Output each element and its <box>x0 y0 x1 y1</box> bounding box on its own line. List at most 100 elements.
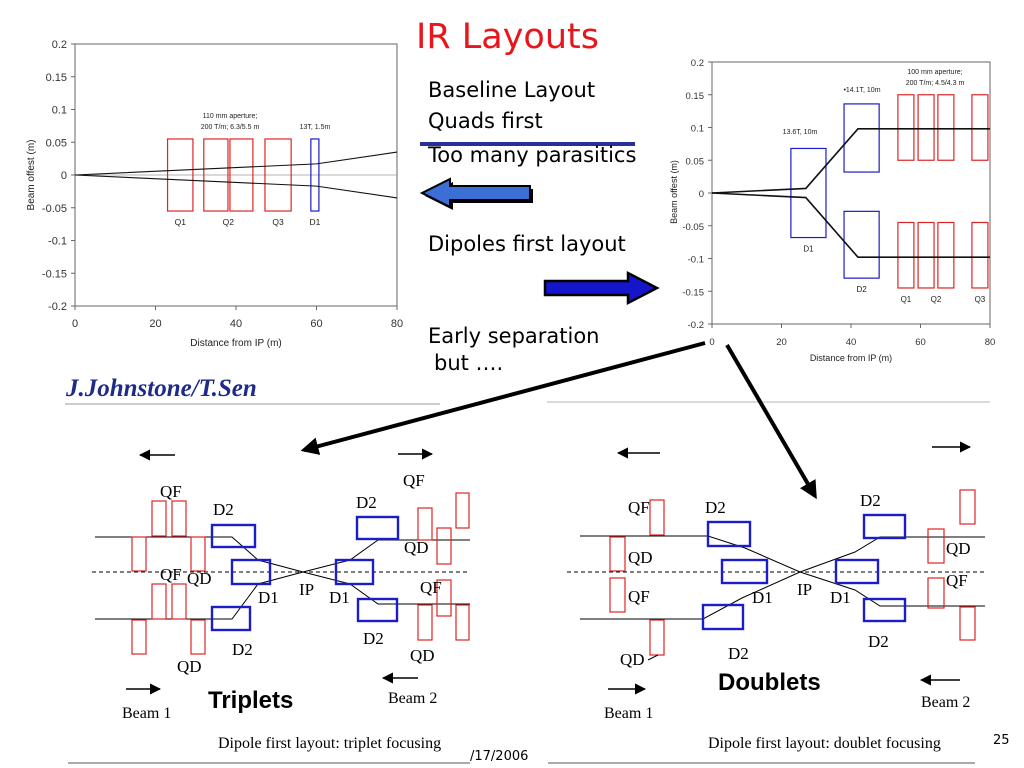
quadrupole-magnet <box>131 619 147 655</box>
schematic-name: Triplets <box>208 687 293 714</box>
quadrupole-magnet <box>917 94 935 161</box>
quadrupole-magnet <box>455 604 470 641</box>
x-tick-label: 60 <box>310 318 322 330</box>
x-tick-label: 0 <box>709 337 714 348</box>
magnet-label: D1 <box>830 588 851 607</box>
quadrupole-magnet <box>171 583 187 620</box>
quadrupole-magnet <box>897 221 915 289</box>
magnet-label: D2 <box>728 644 749 663</box>
magnet-label: QD <box>187 569 212 588</box>
beam2-label: Beam 2 <box>388 690 437 707</box>
quadrupole-magnet <box>229 138 254 212</box>
dipole-magnet <box>843 210 880 279</box>
quadrupole-magnet <box>959 489 976 525</box>
x-tick-label: 80 <box>391 318 403 330</box>
y-tick-label: 0.15 <box>686 91 705 102</box>
magnet-label: QF <box>403 471 425 490</box>
y-tick-label: -0.1 <box>688 255 704 266</box>
quadrupole-magnet <box>264 138 292 212</box>
y-tick-label: 0.05 <box>46 137 67 149</box>
quadrupole-magnet <box>455 492 470 529</box>
quadrupole-magnet <box>971 94 989 161</box>
triplet-schematic: QF QF D2 D2 QD QF QD D1 IP D1 QF D2 D2 Q… <box>92 448 470 752</box>
author-credit: J.Johnstone/T.Sen <box>66 375 257 402</box>
x-tick-label: 60 <box>915 337 926 348</box>
note-baseline-layout: Baseline Layout <box>428 78 596 102</box>
magnet-label: D1 <box>258 588 279 607</box>
y-tick-label: 0.2 <box>52 39 67 51</box>
y-tick-label: 0.05 <box>686 156 705 167</box>
quadrupole-magnet <box>131 536 147 572</box>
quadrupole-magnet <box>927 528 945 564</box>
quadrupole-magnet <box>897 94 915 161</box>
ip-label: IP <box>797 580 812 599</box>
left-arrow-icon <box>419 177 531 209</box>
dipole-magnet <box>701 603 745 631</box>
doublet-schematic: QF D2 D2 QD QD QF QF D1 IP D1 D2 D2 QD B… <box>567 441 985 752</box>
y-tick-label: 0.15 <box>46 72 67 84</box>
magnet-label: QD <box>404 538 429 557</box>
dipole-magnet <box>210 605 252 632</box>
dipole-magnet <box>862 597 907 623</box>
x-tick-label: 80 <box>985 337 996 348</box>
pointer-arrow-icon <box>725 343 817 500</box>
y-tick-label: 0 <box>699 189 704 200</box>
magnet-label: D2 <box>363 629 384 648</box>
magnet-label: D2 <box>860 491 881 510</box>
y-tick-label: -0.05 <box>42 203 67 215</box>
quadrupole-magnet <box>927 577 945 609</box>
footer-date: /17/2006 <box>470 749 529 764</box>
quadrupole-magnet <box>417 507 433 541</box>
dipole-magnet <box>834 558 880 585</box>
quadrupole-magnet <box>190 536 206 572</box>
magnet-label: Q1 <box>901 295 912 304</box>
x-axis-label: Distance from IP (m) <box>190 338 282 349</box>
quadrupole-magnet <box>151 500 167 537</box>
magnet-label: QF <box>628 498 650 517</box>
note-early-separation: Early separation <box>428 324 600 348</box>
note-but: but …. <box>434 351 504 375</box>
magnet-label: D2 <box>705 498 726 517</box>
quadrupole-magnet <box>937 221 955 289</box>
quadrupole-magnet <box>937 94 955 161</box>
plot-annotation: 13.6T, 10m <box>783 129 818 136</box>
quadrupole-magnet <box>417 604 433 641</box>
y-tick-label: -0.15 <box>42 268 67 280</box>
magnet-label: QF <box>628 587 650 606</box>
schematic-name: Doublets <box>718 669 821 696</box>
dipole-magnet <box>862 513 907 540</box>
schematic-caption: Dipole first layout: doublet focusing <box>708 735 941 752</box>
dipole-magnet <box>356 597 399 623</box>
magnet-label: QD <box>177 657 202 676</box>
beam2-label: Beam 2 <box>921 694 970 711</box>
y-tick-label: 0.1 <box>691 124 704 135</box>
quadrupole-magnet <box>203 138 229 212</box>
dipole-magnet <box>230 558 272 586</box>
plot-annotation: 100 mm aperture; <box>907 69 962 76</box>
magnet-label: D1 <box>329 588 350 607</box>
x-axis-label: Distance from IP (m) <box>810 353 892 363</box>
magnet-label: D2 <box>856 285 867 294</box>
beam1-label: Beam 1 <box>604 705 653 722</box>
dipole-magnet <box>355 515 400 541</box>
plot-annotation: 200 T/m; 4.5/4.3 m <box>906 80 965 87</box>
quadrupole-magnet <box>436 579 452 617</box>
magnet-label: QF <box>946 571 968 590</box>
pointer-arrow-icon <box>300 341 706 455</box>
magnet-label: QD <box>628 548 653 567</box>
dipole-magnet <box>720 558 769 585</box>
magnet-label: D2 <box>213 500 234 519</box>
y-tick-label: -0.2 <box>688 320 704 331</box>
magnet-label: Q2 <box>223 217 235 227</box>
y-tick-label: -0.2 <box>48 301 67 313</box>
x-tick-label: 40 <box>230 318 242 330</box>
dipole-magnet <box>706 520 752 548</box>
quadrupole-magnet <box>171 500 187 537</box>
dipole-magnet <box>790 147 827 239</box>
y-axis-label: Beam offest (m) <box>669 160 679 224</box>
magnet-label: QF <box>420 578 442 597</box>
magnet-label: Q3 <box>975 295 986 304</box>
plot-annotation: •14.1T, 10m <box>843 87 880 94</box>
y-tick-label: -0.1 <box>48 236 67 248</box>
note-dipoles-first-layout: Dipoles first layout <box>428 232 626 256</box>
